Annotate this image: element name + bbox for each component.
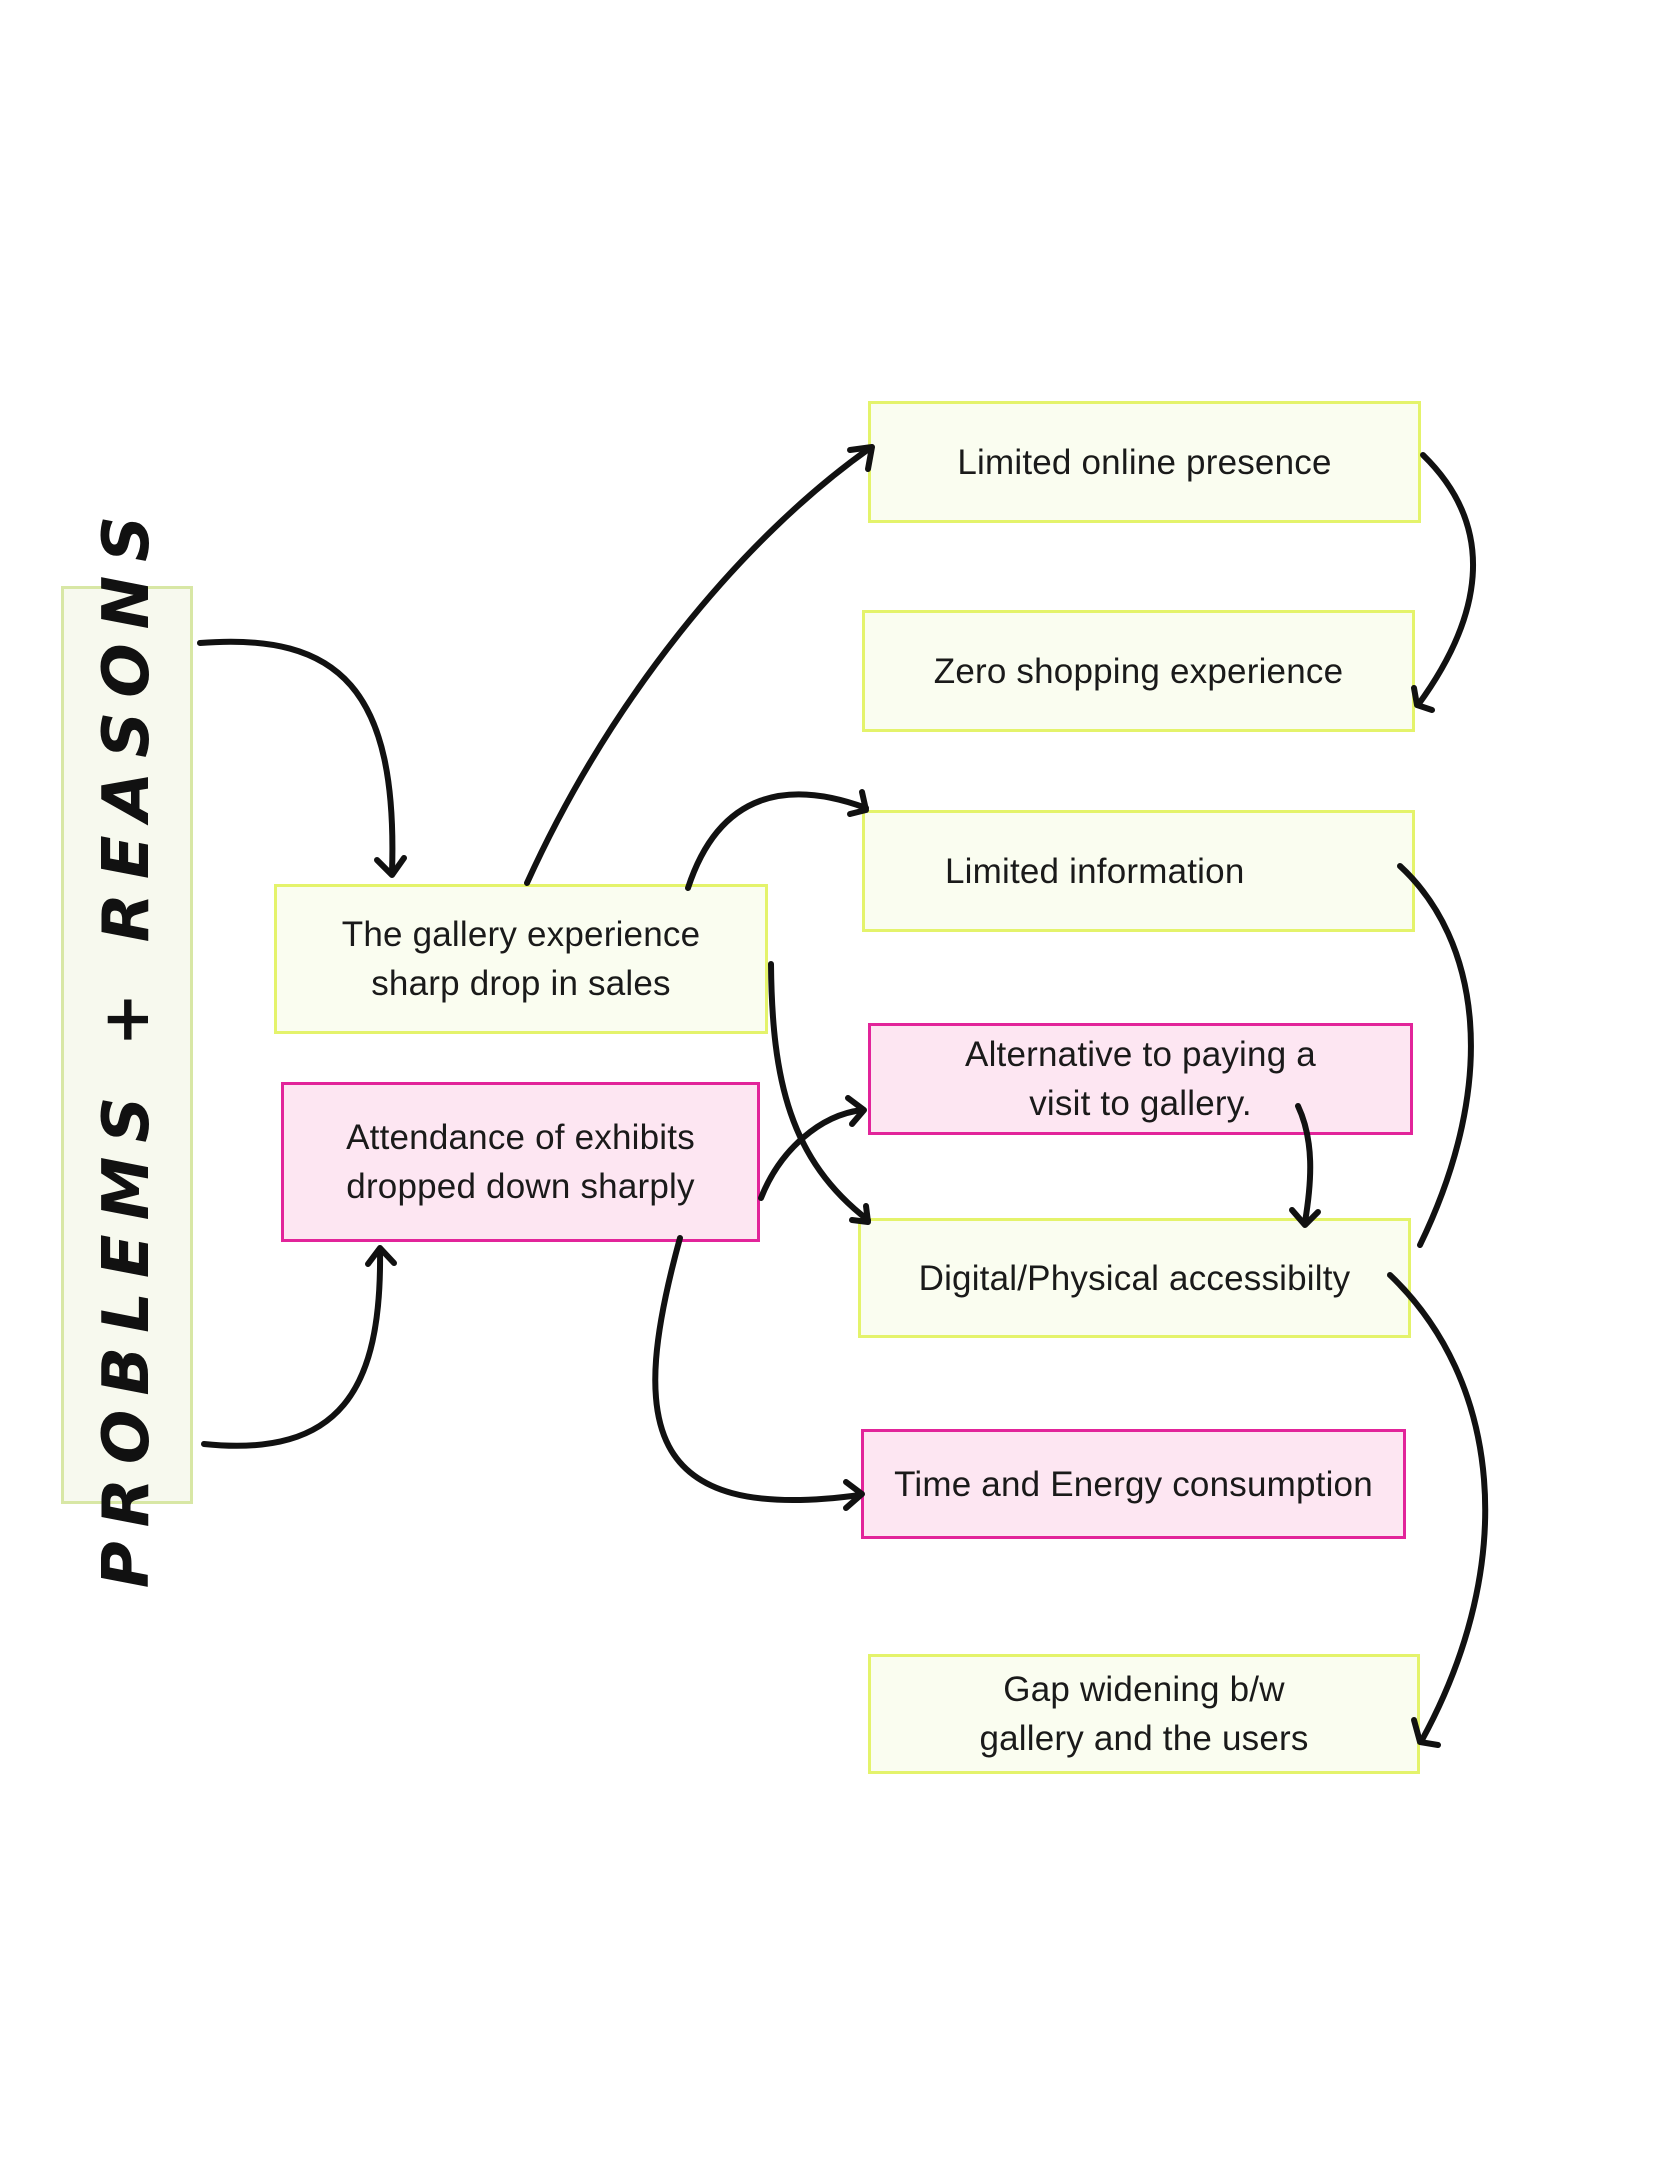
reason-label: Digital/Physical accessibilty	[918, 1258, 1351, 1298]
arrow-attendance-to-time	[652, 1235, 863, 1503]
arrow-sales-to-info	[685, 791, 869, 891]
reason-box-accessibility: Digital/Physical accessibilty	[858, 1218, 1411, 1338]
reason-label: Zero shopping experience	[933, 651, 1344, 691]
reason-box-shopping-experience: Zero shopping experience	[862, 610, 1415, 732]
arrow-sales-to-online	[524, 445, 873, 886]
diagram-title: PROBLEMS + REASONS	[90, 501, 164, 1589]
reason-box-limited-information: Limited information	[862, 810, 1415, 932]
title-panel	[61, 586, 193, 1504]
arrow-title-to-attendance	[201, 1247, 384, 1449]
arrowhead	[843, 1479, 865, 1511]
reason-box-alternative-visit: Alternative to paying a visit to gallery…	[868, 1023, 1413, 1135]
arrowhead	[845, 1095, 867, 1127]
arrow-attendance-to-alternative	[758, 1107, 865, 1201]
reason-label: Time and Energy consumption	[894, 1464, 1373, 1504]
arrow-sales-to-access	[768, 961, 871, 1223]
reason-box-online-presence: Limited online presence	[868, 401, 1421, 523]
problem-label: The gallery experience sharp drop in sal…	[341, 915, 701, 1003]
problem-box-sales-drop: The gallery experience sharp drop in sal…	[274, 884, 768, 1034]
reason-label: Limited online presence	[957, 442, 1332, 482]
reason-label: Alternative to paying a visit to gallery…	[965, 1035, 1316, 1123]
problem-box-attendance-drop: Attendance of exhibits dropped down shar…	[281, 1082, 760, 1242]
problem-label: Attendance of exhibits dropped down shar…	[346, 1118, 695, 1206]
arrowhead	[1411, 685, 1435, 713]
arrowhead	[374, 855, 407, 878]
reason-label: Gap widening b/w gallery and the users	[979, 1670, 1309, 1758]
reason-label: Limited information	[945, 851, 1245, 891]
reason-box-time-energy: Time and Energy consumption	[861, 1429, 1406, 1539]
reason-box-gap-widening: Gap widening b/w gallery and the users	[868, 1654, 1420, 1774]
arrow-title-to-sales	[197, 638, 396, 876]
arrow-online-to-shopping	[1415, 452, 1477, 708]
arrowhead	[365, 1245, 397, 1267]
